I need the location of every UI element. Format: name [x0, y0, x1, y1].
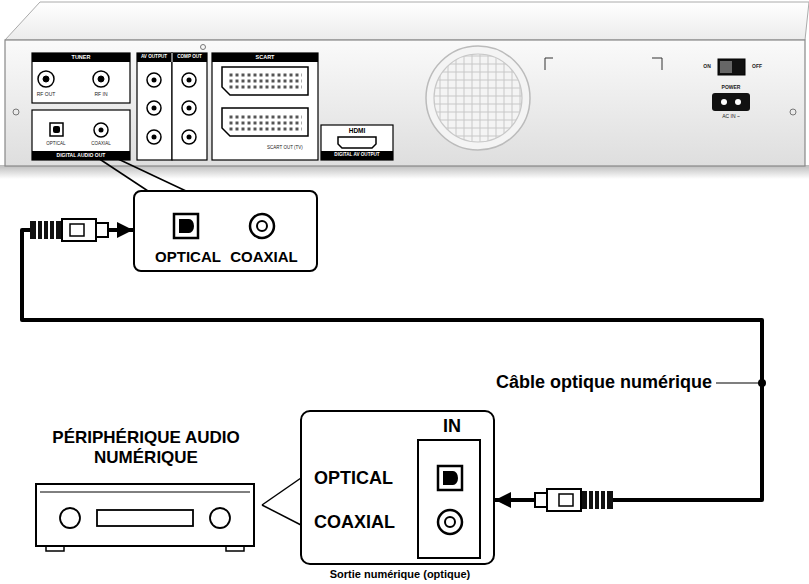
- optical-jack: [438, 466, 462, 490]
- optical-jack: [443, 471, 458, 485]
- optical-jack: [53, 126, 60, 133]
- hdmi-logo: HDMI: [349, 128, 366, 135]
- power-socket: [712, 93, 750, 111]
- input-panel: [418, 440, 480, 558]
- bracket: [545, 58, 553, 70]
- callout-tail: [262, 505, 301, 525]
- coaxial-jack: [257, 221, 267, 231]
- bracket: [652, 58, 662, 70]
- fan-grill: [430, 50, 526, 146]
- callout-tail: [116, 158, 186, 191]
- port-name: COAXIAL: [91, 142, 111, 147]
- port-label: OPTICAL: [155, 248, 221, 265]
- port-label: IN: [443, 416, 461, 437]
- screw: [201, 45, 206, 50]
- port-label: COAXIAL: [230, 248, 298, 265]
- callout-tail: [98, 158, 148, 191]
- group-header: DIGITAL AV OUTPUT: [334, 153, 379, 158]
- port-name: RF IN: [94, 92, 107, 97]
- callout-box: OPTICAL COAXIAL: [133, 190, 318, 272]
- optical-plug: [535, 489, 613, 511]
- rca-jack: [147, 73, 196, 144]
- power-switch: [718, 59, 745, 75]
- port-label: COAXIAL: [314, 512, 395, 533]
- back-panel: [5, 40, 805, 166]
- audio-device: PÉRIPHÉRIQUE AUDIO NUMÉRIQUE: [30, 428, 262, 550]
- port-name: OPTICAL: [46, 142, 65, 147]
- coaxial-jack: [94, 123, 108, 137]
- comp-out-panel: [172, 53, 207, 160]
- coaxial-jack: [445, 517, 455, 527]
- optical-cable: [22, 230, 762, 500]
- header-band: [321, 151, 393, 160]
- header-band: [32, 53, 130, 62]
- header-band: [212, 53, 318, 62]
- audio-receiver: [36, 484, 254, 551]
- switch-label: OFF: [752, 64, 762, 69]
- rf-jack: [38, 71, 109, 87]
- port-name: POWER: [722, 85, 741, 90]
- hdmi-connector: [338, 137, 376, 148]
- optical-jack: [179, 219, 194, 233]
- fan-grill: [426, 46, 530, 150]
- switch-label: ON: [703, 64, 711, 69]
- port-name: RF OUT: [37, 92, 56, 97]
- coaxial-jack: [250, 214, 274, 238]
- screw: [13, 109, 19, 115]
- group-header: DIGITAL AUDIO OUT: [57, 153, 106, 158]
- device-top: [5, 2, 809, 40]
- av-output-panel: [137, 53, 172, 160]
- scart-connector: [222, 67, 308, 136]
- group-header: COMP OUT: [177, 55, 202, 60]
- port-name: AC IN ~: [722, 114, 740, 119]
- device-shadow: [0, 165, 809, 179]
- port-name: SCART OUT (TV): [267, 146, 303, 151]
- tuner-panel: [32, 53, 130, 103]
- scart-panel: [212, 53, 318, 160]
- coaxial-jack: [99, 128, 104, 133]
- header-band: [32, 151, 130, 160]
- optical-jack: [174, 214, 198, 238]
- group-header: SCART: [256, 55, 275, 61]
- optical-plug: [30, 219, 108, 241]
- callout-tail: [262, 478, 301, 505]
- input-callout-box: IN OPTICAL COAXIAL: [300, 410, 495, 565]
- rca-jack: [152, 78, 192, 140]
- group-header: TUNER: [72, 55, 91, 61]
- caption-text: Sortie numérique (optique): [330, 569, 471, 580]
- coaxial-jack: [438, 510, 462, 534]
- hdmi-panel: [321, 125, 393, 160]
- header-band: [137, 53, 207, 62]
- screw: [790, 109, 796, 115]
- cable-label: Câble optique numérique: [494, 372, 714, 394]
- group-header: AV OUTPUT: [141, 55, 167, 60]
- leader-line: [716, 382, 760, 383]
- optical-jack: [50, 123, 63, 136]
- digital-audio-panel: [32, 110, 130, 160]
- device-heading: PÉRIPHÉRIQUE AUDIO NUMÉRIQUE: [44, 428, 249, 467]
- port-label: OPTICAL: [314, 468, 393, 489]
